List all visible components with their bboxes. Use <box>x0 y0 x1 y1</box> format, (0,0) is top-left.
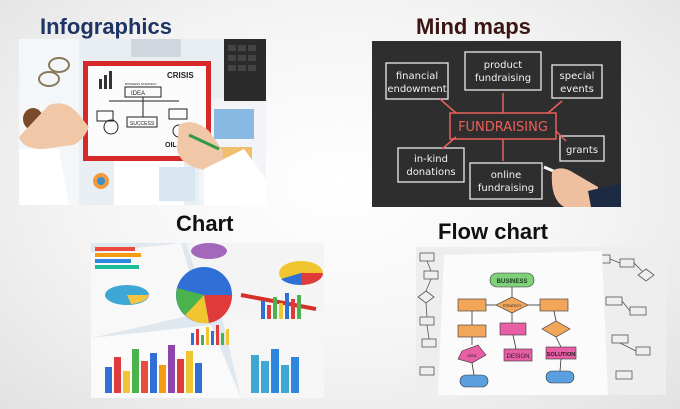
node-product-text: product <box>484 60 523 71</box>
flow-chart-heading: Flow chart <box>438 219 549 244</box>
node-online-fundraising-text: fundraising <box>478 183 534 194</box>
infographics-image: CRISIS IDEA SUCCESS OIL BUSINESS STRATEG… <box>19 39 266 205</box>
node-special-text: special <box>560 71 595 82</box>
business-strategy-word: BUSINESS STRATEGY <box>125 82 157 86</box>
mind-map-image: financial endowment product fundraising … <box>372 41 621 207</box>
flow-solution-text: SOLUTION <box>547 352 575 358</box>
flow-design-text: DESIGN <box>506 354 529 360</box>
node-financial-text: financial <box>396 71 438 82</box>
idea-word: IDEA <box>131 91 145 97</box>
oil-word: OIL <box>165 142 177 149</box>
node-in-kind-text: in-kind <box>414 154 448 165</box>
chart-heading: Chart <box>176 211 234 236</box>
mind-maps-heading: Mind maps <box>416 14 531 39</box>
node-grants-text: grants <box>566 145 598 156</box>
flow-business-text: BUSINESS <box>497 279 528 285</box>
success-word: SUCCESS <box>130 121 155 127</box>
node-online-text: online <box>491 170 522 181</box>
node-events-text: events <box>560 84 594 95</box>
chart-image <box>91 243 324 398</box>
node-product-fundraising-text: fundraising <box>475 73 531 84</box>
flow-strategy-text: STRATEGY <box>503 304 522 308</box>
node-donations-text: donations <box>406 167 455 178</box>
infographics-heading: Infographics <box>40 14 173 39</box>
node-endowment-text: endowment <box>387 84 446 95</box>
mind-map-center-text: FUNDRAISING <box>458 120 548 135</box>
crisis-word: CRISIS <box>167 71 194 80</box>
flow-chart-image: BUSINESS STRATEGY IDEA DESIGN SOLUTION <box>416 247 666 395</box>
flow-idea-text: IDEA <box>467 353 477 358</box>
